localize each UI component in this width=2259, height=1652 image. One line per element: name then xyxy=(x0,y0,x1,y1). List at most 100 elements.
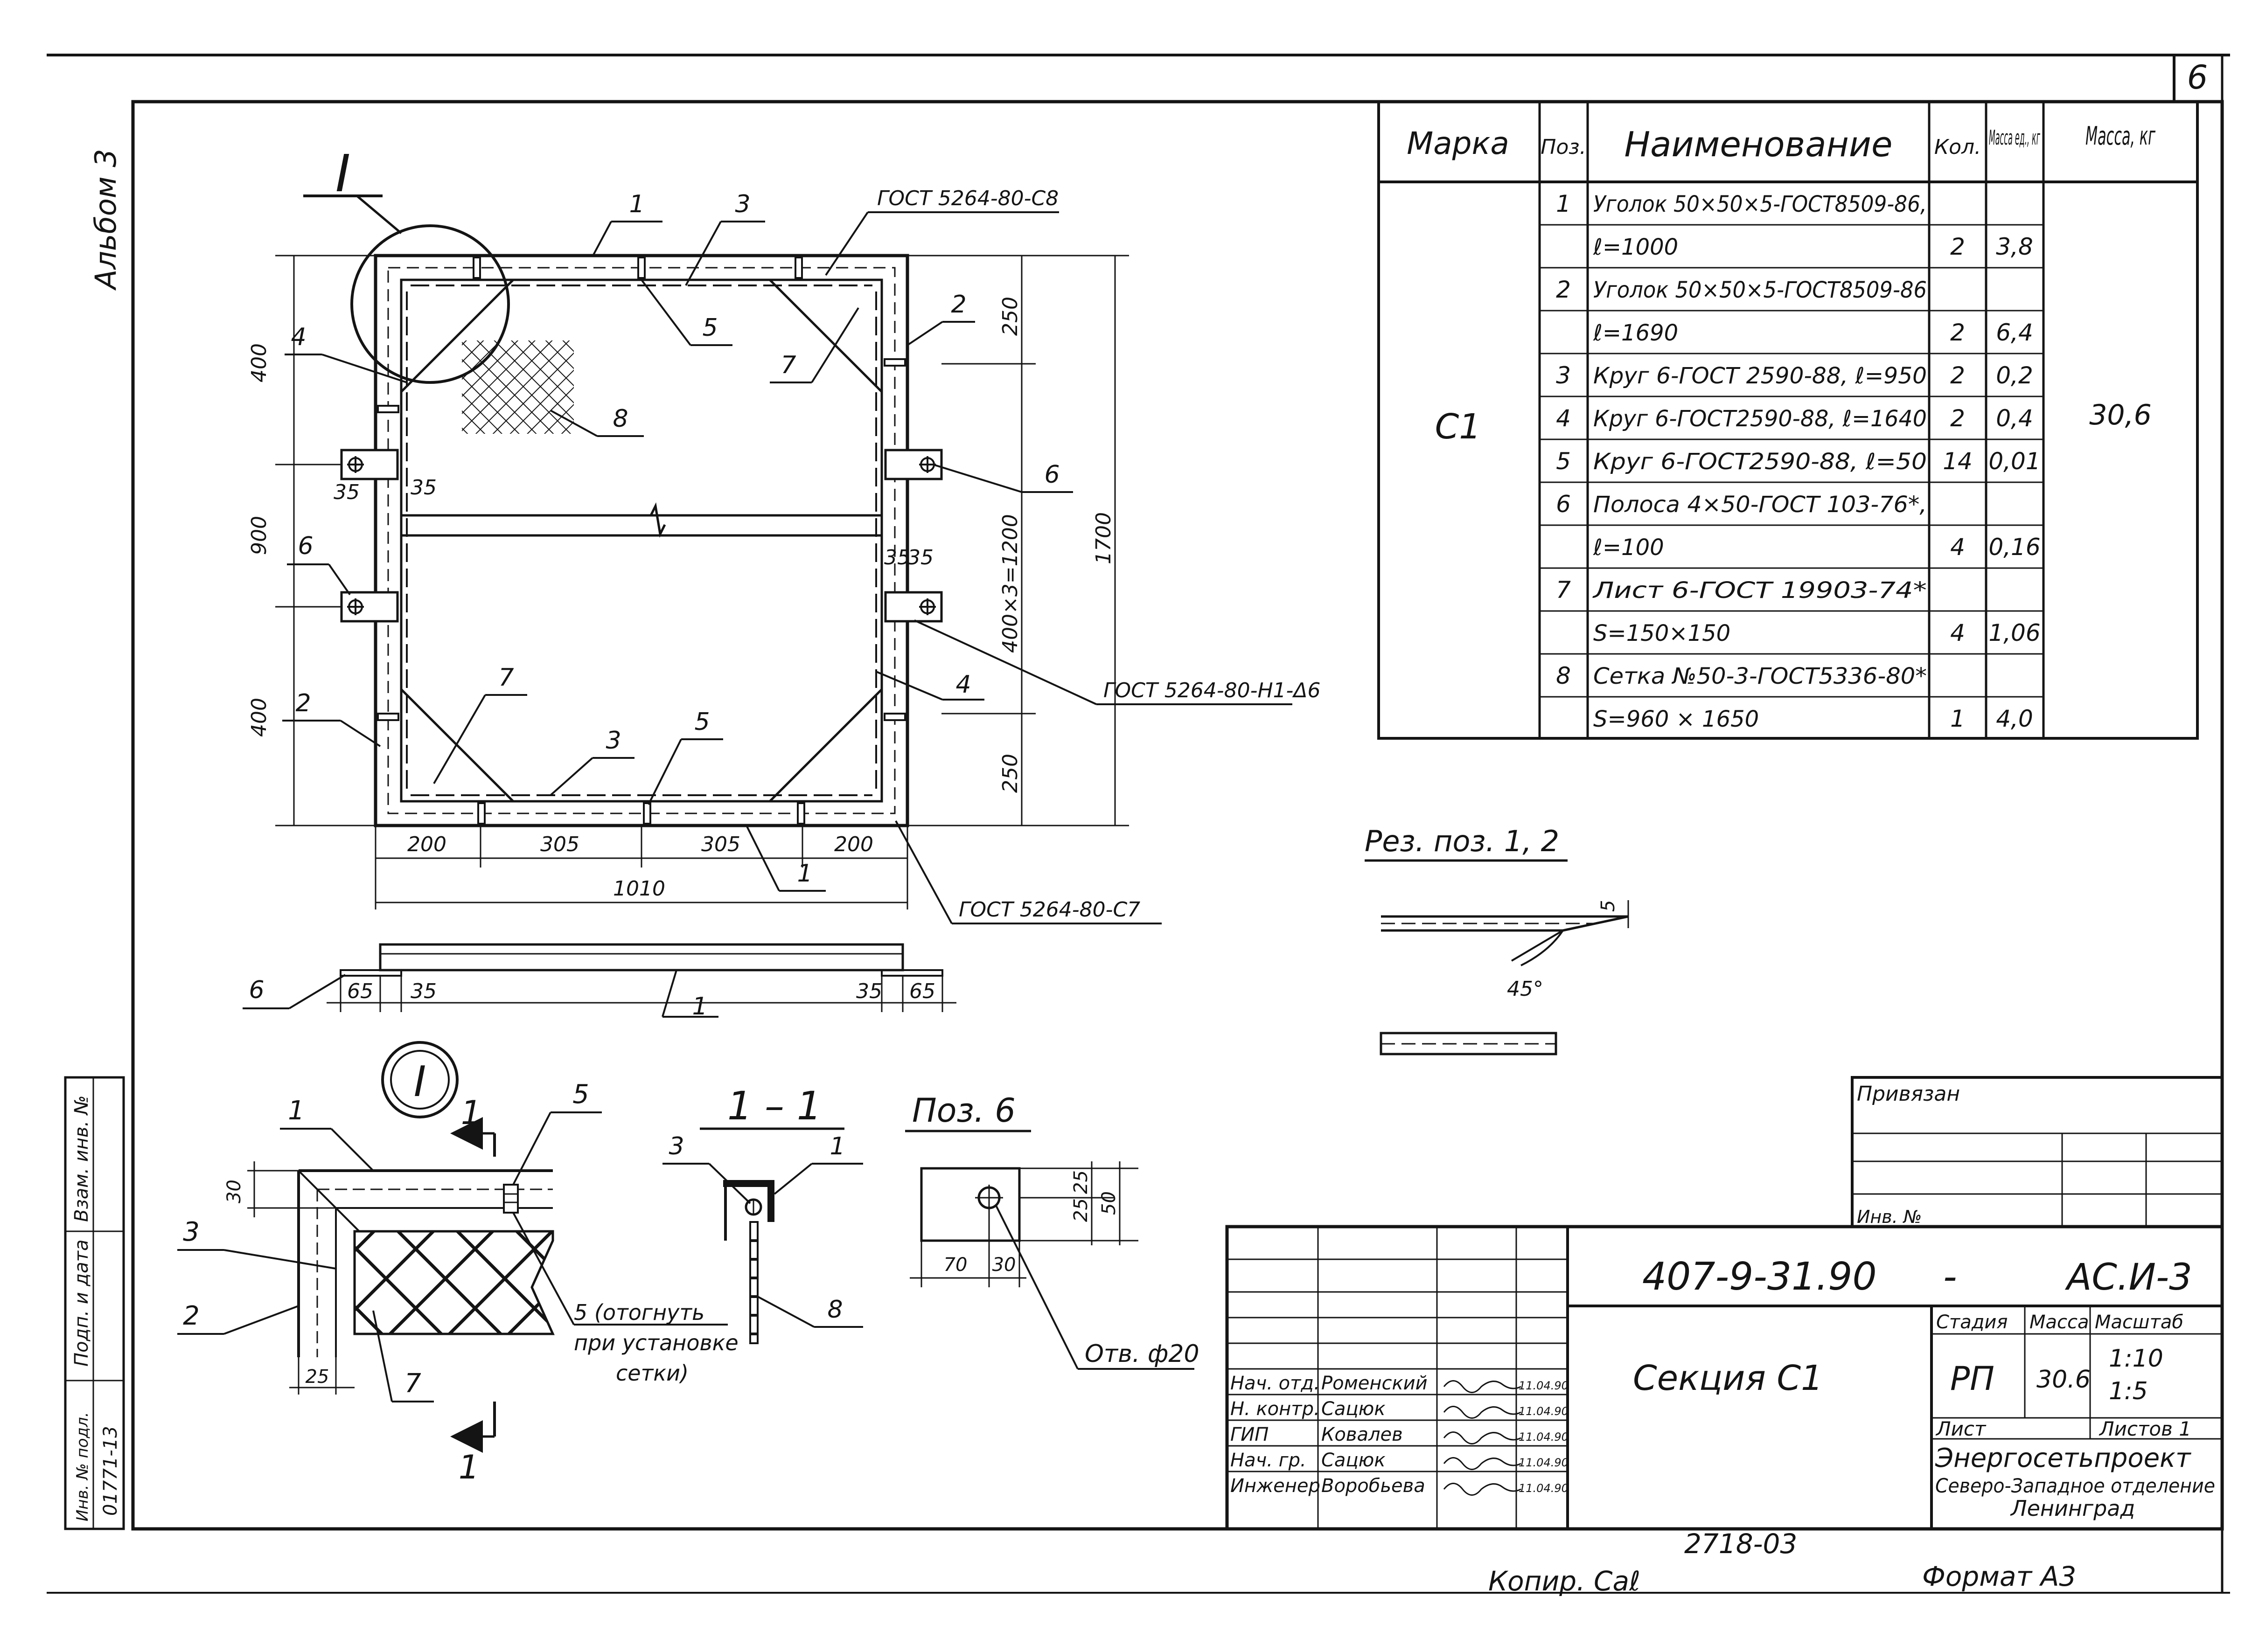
pos6-dim-70: 70 xyxy=(944,1254,968,1276)
dim-left-400-top: 400 xyxy=(247,343,271,382)
header-mark: Марка xyxy=(1407,125,1509,161)
spec-cell-pos: 5 xyxy=(1556,448,1571,475)
main-frame-view xyxy=(340,224,943,827)
side-dim-35-right: 35 xyxy=(856,979,882,1003)
weld-top-label: ГОСТ 5264-80-С8 xyxy=(877,187,1059,210)
spec-cell-qty: 1 xyxy=(1950,705,1965,732)
main-view-dimensions: 400 900 400 35 35 250 250 400×3=1200 170… xyxy=(247,255,1129,909)
spec-cell-qty: 4 xyxy=(1950,619,1965,646)
cut-angle: 45° xyxy=(1507,977,1543,1001)
spec-cell-name: Уголок 50×50×5-ГОСТ8509-86 xyxy=(1593,277,1927,303)
leader-top-2: 2 xyxy=(951,291,966,319)
spec-cell-pos: 1 xyxy=(1556,190,1571,217)
spec-table-header: Марка Поз. Наименование Кол. Масса ед., … xyxy=(1407,121,2155,165)
side-stamp: Взам. инв. № Подп. и дата Инв. № подл. 0… xyxy=(64,1076,125,1530)
side-dim-65-right: 65 xyxy=(909,979,935,1003)
header-unit-mass: Масса ед., кг xyxy=(1989,126,2040,150)
signature-mark xyxy=(1443,1380,1521,1393)
spec-cell-name: Сетка №50-3-ГОСТ5336-80* xyxy=(1593,663,1927,689)
staff-date: 11.04.90 xyxy=(1519,1482,1569,1495)
stamp-original-label: Инв. № подл. xyxy=(73,1412,92,1521)
pos6-dim-50: 50 xyxy=(1098,1191,1120,1215)
pos-6-detail: Поз. 6 25 25 50 70 30 Отв. ф20 xyxy=(905,1091,1199,1370)
spec-cell-pos: 2 xyxy=(1556,276,1571,303)
section-leader-3: 3 xyxy=(669,1132,684,1160)
dim-left-35b: 35 xyxy=(411,476,437,500)
staff-role: ГИП xyxy=(1230,1424,1269,1445)
header-pos: Поз. xyxy=(1541,135,1586,159)
dim-right-35a: 35 xyxy=(884,546,910,569)
spec-cell-qty: 4 xyxy=(1950,534,1965,561)
detail-I-section-top: 1 xyxy=(461,1094,482,1132)
staff-name: Роменский xyxy=(1321,1373,1428,1394)
spec-cell-qty: 2 xyxy=(1950,362,1965,389)
spec-cell-name: ℓ=100 xyxy=(1593,534,1664,561)
staff-name: Ковалев xyxy=(1321,1424,1403,1445)
main-view-annotations: I ГОСТ 5264-80-С8 ГОСТ 5264-80-Н1-Δ6 ГОС… xyxy=(282,144,1321,924)
spec-cell-name: ℓ=1000 xyxy=(1593,234,1678,260)
stamp-original-value: 01771-13 xyxy=(100,1426,121,1516)
spec-table xyxy=(1377,100,2199,740)
detail-I: I 1 1 30 25 1 xyxy=(177,1041,739,1486)
detail-I-leader-1: 1 xyxy=(288,1096,305,1126)
drawing-title: Секция С1 xyxy=(1633,1358,1823,1398)
staff-role: Нач. отд. xyxy=(1230,1373,1320,1394)
section-1-1-title: 1 – 1 xyxy=(727,1083,822,1129)
dim-bottom-200-right: 200 xyxy=(834,833,873,856)
stage-value: РП xyxy=(1950,1360,1994,1398)
spec-cell-name: Круг 6-ГОСТ 2590-88, ℓ=950 xyxy=(1593,363,1927,389)
scale-2: 1:5 xyxy=(2109,1377,2148,1405)
archive-number: 2718-03 xyxy=(1684,1528,1797,1560)
spec-cell-qty: 14 xyxy=(1943,448,1973,475)
doc-code: 407-9-31.90 xyxy=(1642,1255,1877,1299)
detail-I-dim-25: 25 xyxy=(306,1366,329,1388)
side-view: 65 35 35 65 6 1 xyxy=(243,943,956,1020)
side-leader-6: 6 xyxy=(249,976,264,1004)
spec-cell-name: Круг 6-ГОСТ2590-88, ℓ=1640 xyxy=(1593,406,1927,432)
spec-mark: С1 xyxy=(1435,407,1481,447)
weld-bottom-label: ГОСТ 5264-80-С7 xyxy=(959,898,1140,922)
spec-cell-unit-mass: 4,0 xyxy=(1996,705,2033,732)
staff-date: 11.04.90 xyxy=(1519,1379,1569,1392)
section-leader-1: 1 xyxy=(830,1132,845,1160)
pos6-title: Поз. 6 xyxy=(912,1091,1016,1130)
leader-bottom-3: 3 xyxy=(606,727,621,755)
spec-cell-pos: 8 xyxy=(1556,662,1571,689)
spec-cell-name: S=150×150 xyxy=(1593,620,1730,646)
side-dim-35-left: 35 xyxy=(411,979,437,1003)
cut-dim-5: 5 xyxy=(1597,900,1619,912)
spec-cell-unit-mass: 0,16 xyxy=(1988,534,2040,561)
spec-cell-pos: 6 xyxy=(1556,491,1571,518)
leader-bottom-5: 5 xyxy=(694,708,710,736)
header-total-mass: Масса, кг xyxy=(2085,121,2155,151)
format-label: Формат А3 xyxy=(1922,1561,2076,1592)
staff-role: Н. контр. xyxy=(1230,1398,1320,1420)
dim-left-900: 900 xyxy=(247,516,271,555)
spec-total-mass: 30,6 xyxy=(2089,399,2152,431)
pos6-dim-25a: 25 xyxy=(1070,1170,1092,1194)
staff-date: 11.04.90 xyxy=(1519,1456,1569,1469)
stamp-signature-label: Подп. и дата xyxy=(71,1240,92,1367)
spec-cell-unit-mass: 0,4 xyxy=(1996,405,2033,432)
stage-label: Стадия xyxy=(1936,1312,2008,1333)
staff-date: 11.04.90 xyxy=(1519,1430,1569,1444)
section-1-1: 1 – 1 3 1 8 xyxy=(662,1083,863,1344)
spec-cell-pos: 7 xyxy=(1556,576,1571,604)
spec-cell-name: Круг 6-ГОСТ2590-88, ℓ=50 xyxy=(1593,449,1927,475)
header-qty: Кол. xyxy=(1934,135,1981,159)
spec-cell-name: S=960 × 1650 xyxy=(1593,706,1759,732)
pos6-dim-30: 30 xyxy=(992,1254,1016,1276)
leader-top-3: 3 xyxy=(735,190,750,218)
doc-dash: - xyxy=(1943,1255,1957,1299)
signature-mark xyxy=(1443,1457,1521,1470)
leader-top-7: 7 xyxy=(781,351,796,379)
spec-cell-pos: 3 xyxy=(1556,362,1571,389)
spec-cell-unit-mass: 1,06 xyxy=(1988,619,2040,646)
dim-right-400x3: 400×3=1200 xyxy=(998,514,1022,653)
detail-I-leader-3: 3 xyxy=(183,1217,200,1247)
spec-cell-name: ℓ=1690 xyxy=(1593,320,1678,346)
spec-cell-unit-mass: 6,4 xyxy=(1996,319,2033,346)
